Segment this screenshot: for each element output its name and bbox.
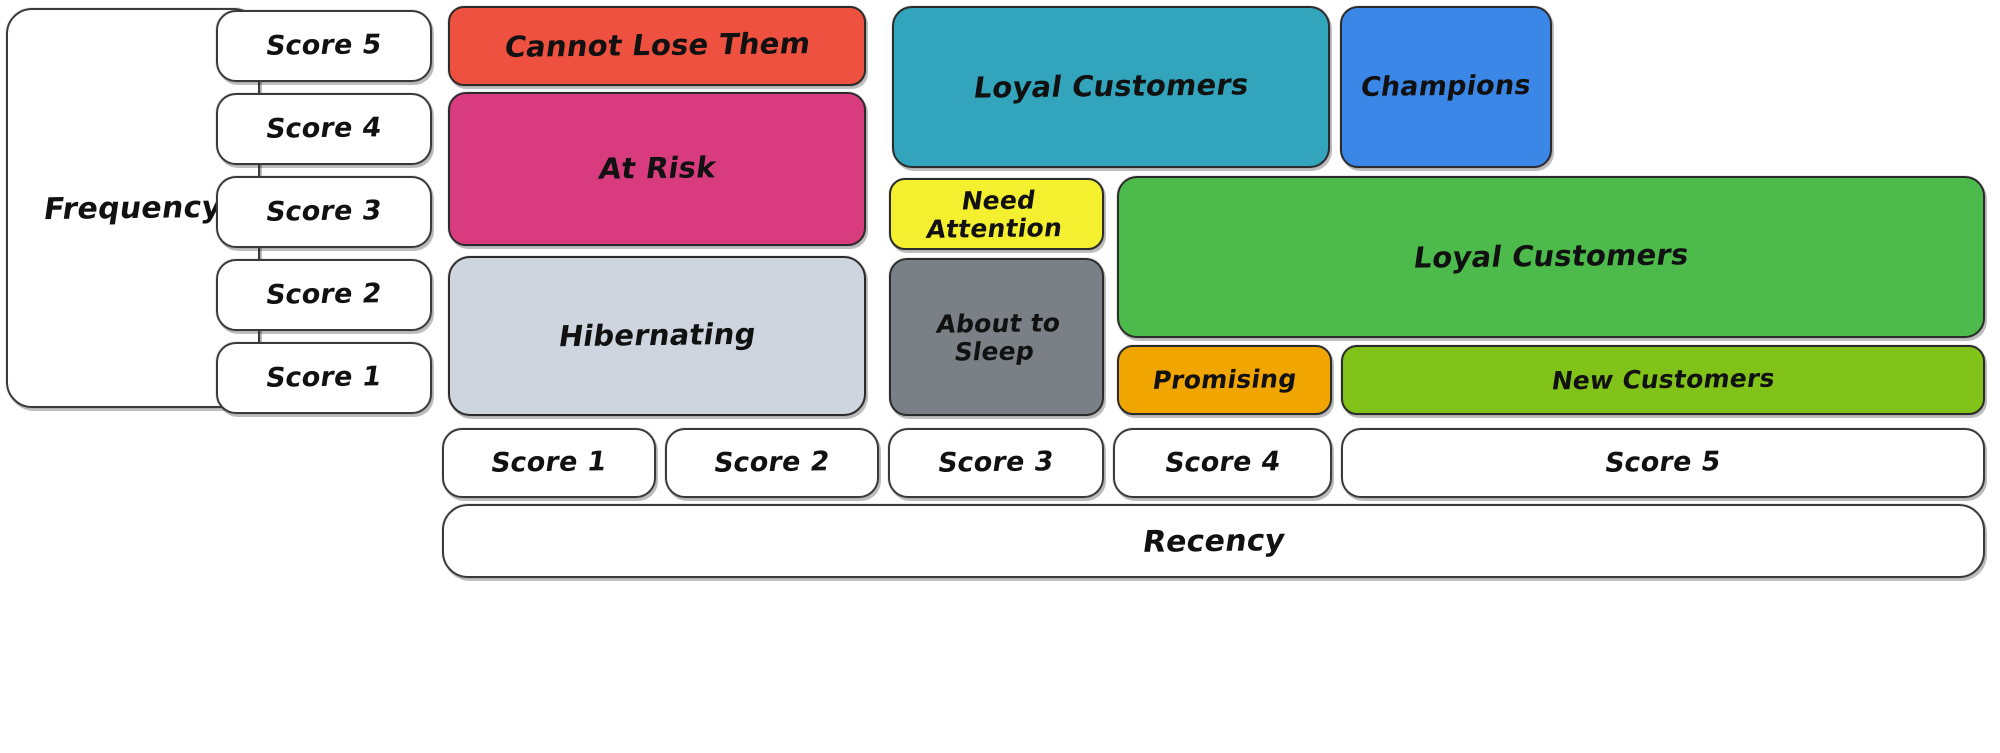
segment-loyal-customers-green[interactable]: Loyal Customers: [1117, 176, 1985, 338]
segment-about-to-sleep[interactable]: About to Sleep: [889, 258, 1104, 416]
segment-at-risk-label: At Risk: [596, 150, 719, 186]
segment-cannot-lose-them-label: Cannot Lose Them: [501, 26, 813, 64]
frequency-score-4-box[interactable]: Score 4: [216, 93, 432, 165]
segment-at-risk[interactable]: At Risk: [448, 92, 866, 246]
recency-score-3-label: Score 3: [936, 446, 1057, 479]
recency-score-4-box[interactable]: Score 4: [1113, 428, 1332, 498]
frequency-score-4-label: Score 4: [264, 112, 385, 145]
frequency-score-3-box[interactable]: Score 3: [216, 176, 432, 248]
recency-score-5-label: Score 5: [1603, 446, 1724, 479]
segment-new-customers-label: New Customers: [1549, 363, 1777, 396]
segment-promising[interactable]: Promising: [1117, 345, 1332, 415]
frequency-score-5-label: Score 5: [264, 29, 385, 62]
frequency-axis-label: Frequency: [41, 189, 225, 227]
recency-score-5-box[interactable]: Score 5: [1341, 428, 1985, 498]
frequency-score-2-box[interactable]: Score 2: [216, 259, 432, 331]
segment-hibernating[interactable]: Hibernating: [448, 256, 866, 416]
recency-score-2-box[interactable]: Score 2: [665, 428, 879, 498]
frequency-score-1-label: Score 1: [264, 361, 385, 394]
segment-loyal-customers-teal-label: Loyal Customers: [971, 67, 1252, 105]
segment-promising-label: Promising: [1150, 364, 1299, 396]
frequency-score-3-label: Score 3: [264, 195, 385, 228]
frequency-score-1-box[interactable]: Score 1: [216, 342, 432, 414]
segment-cannot-lose-them[interactable]: Cannot Lose Them: [448, 6, 866, 86]
segment-loyal-customers-teal[interactable]: Loyal Customers: [892, 6, 1330, 168]
recency-axis-label: Recency: [1139, 522, 1288, 560]
recency-score-3-box[interactable]: Score 3: [888, 428, 1104, 498]
frequency-score-2-label: Score 2: [264, 278, 385, 311]
recency-score-4-label: Score 4: [1162, 446, 1283, 479]
recency-axis-label-box: Recency: [442, 504, 1985, 578]
segment-about-to-sleep-label: About to Sleep: [934, 307, 1063, 366]
segment-loyal-customers-green-label: Loyal Customers: [1411, 237, 1692, 275]
recency-score-2-label: Score 2: [712, 446, 833, 479]
recency-score-1-label: Score 1: [489, 446, 610, 479]
segment-champions[interactable]: Champions: [1340, 6, 1552, 168]
segment-champions-label: Champions: [1358, 70, 1534, 104]
segment-need-attention[interactable]: Need Attention: [889, 178, 1104, 250]
segment-hibernating-label: Hibernating: [556, 316, 759, 354]
recency-score-1-box[interactable]: Score 1: [442, 428, 656, 498]
frequency-score-5-box[interactable]: Score 5: [216, 10, 432, 82]
segment-new-customers[interactable]: New Customers: [1341, 345, 1985, 415]
segment-need-attention-label: Need Attention: [924, 185, 1065, 243]
